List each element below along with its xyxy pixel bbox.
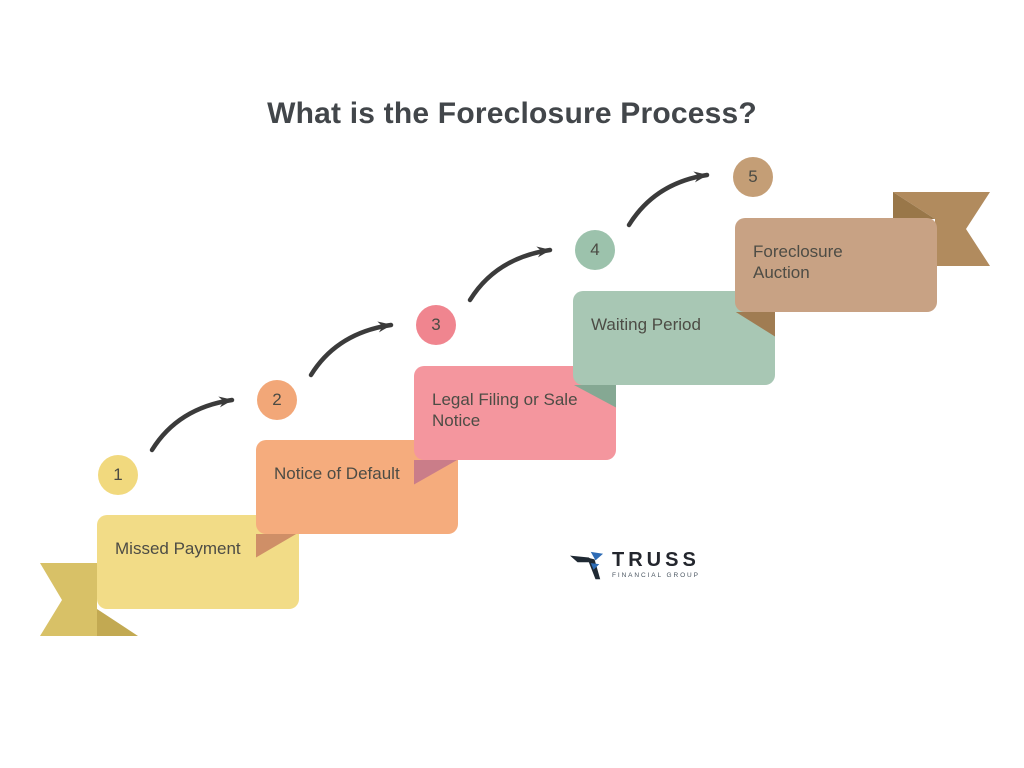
step-box-3: Legal Filing or Sale Notice <box>414 366 616 485</box>
logo-bar-blue <box>590 563 600 570</box>
step-number-5: 5 <box>748 167 758 186</box>
step-label-1: Missed Payment <box>115 539 241 558</box>
step-label-5: Foreclosure Auction <box>753 242 843 282</box>
logo-wing-blue <box>590 551 604 561</box>
step-number-3: 3 <box>431 315 441 334</box>
logo-mark-icon <box>570 551 604 580</box>
step-box-5: Foreclosure Auction <box>735 218 937 337</box>
logo-wing-navy <box>570 555 594 563</box>
curved-arrow-icon-1 <box>149 396 235 453</box>
step-number-2: 2 <box>272 390 282 409</box>
step-number-4: 4 <box>590 240 600 259</box>
step-number-badge-2: 2 <box>257 380 297 420</box>
step-number-badge-3: 3 <box>416 305 456 345</box>
left-ribbon-tail <box>40 563 97 636</box>
step-number-1: 1 <box>113 465 123 484</box>
step-label-4: Waiting Period <box>591 315 701 334</box>
logo-subtitle: FINANCIAL GROUP <box>612 572 700 579</box>
step-label-3: Legal Filing or Sale Notice <box>432 390 578 430</box>
step-number-badge-5: 5 <box>733 157 773 197</box>
right-ribbon-fold <box>893 192 935 219</box>
logo-text: TRUSS FINANCIAL GROUP <box>612 549 700 579</box>
curved-arrow-icon-4 <box>626 171 710 228</box>
step-number-badge-4: 4 <box>575 230 615 270</box>
curved-arrow-icon-2 <box>308 321 394 378</box>
page-title: What is the Foreclosure Process? <box>267 97 757 130</box>
left-ribbon-fold <box>97 609 138 636</box>
right-ribbon-tail <box>893 192 990 266</box>
arrows-group <box>149 171 710 453</box>
step-number-badge-1: 1 <box>98 455 138 495</box>
curved-arrow-icon-3 <box>467 246 553 303</box>
step-label-2: Notice of Default <box>274 464 400 483</box>
logo-name: TRUSS <box>612 549 700 571</box>
brand-logo: TRUSS FINANCIAL GROUP <box>569 549 700 583</box>
